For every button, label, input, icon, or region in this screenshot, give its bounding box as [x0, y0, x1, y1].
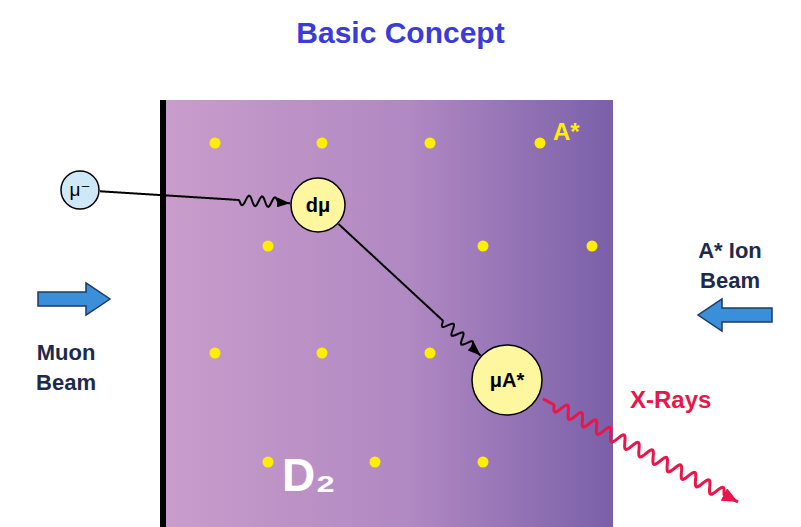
- xray-label: X-Rays: [630, 386, 711, 413]
- beam-label: Muon Beam: [36, 340, 96, 395]
- muon-transfer-arrow: [339, 224, 481, 356]
- atom-dot: [263, 241, 274, 252]
- beam-arrow: [698, 299, 772, 331]
- title-slot: Basic Concept: [0, 16, 801, 50]
- label-slot: Muon Beam: [14, 338, 118, 397]
- atom-circle: μA*: [471, 344, 543, 416]
- target-window: [160, 100, 166, 527]
- circle-shape: [61, 171, 99, 209]
- label-slot: A*: [553, 116, 580, 148]
- species-label: A*: [553, 118, 580, 145]
- circle-shape: [472, 345, 542, 415]
- atom-dot: [587, 241, 598, 252]
- atom-dot: [478, 241, 489, 252]
- atom-dot: [370, 457, 381, 468]
- label-slot: X-Rays: [630, 384, 711, 416]
- xray-wave: [543, 399, 738, 502]
- deuterium-target: [163, 100, 613, 527]
- atom-dot: [425, 138, 436, 149]
- atom-dots: [210, 138, 598, 468]
- label-slot: A* Ion Beam: [678, 236, 782, 295]
- particle-symbol: μ⁻: [70, 180, 91, 201]
- atom-dot: [535, 138, 546, 149]
- atom-dot: [317, 348, 328, 359]
- atom-dot: [210, 348, 221, 359]
- circle-shape: [291, 178, 345, 232]
- muon-transfer-arrow: [100, 191, 290, 207]
- atom-dot: [317, 138, 328, 149]
- atom-dot: [210, 138, 221, 149]
- particle-symbol: μA*: [490, 369, 524, 391]
- atom-circle: dμ: [290, 177, 346, 233]
- atom-dot: [425, 348, 436, 359]
- target-region: D₂ dμ μA*: [163, 100, 613, 527]
- beam-label: A* Ion Beam: [698, 238, 762, 293]
- atom-dot: [478, 457, 489, 468]
- particle-circle: μ⁻: [60, 170, 100, 210]
- atom-dot: [263, 457, 274, 468]
- diagram-title: Basic Concept: [296, 16, 504, 49]
- region-label: D₂: [282, 450, 336, 501]
- particle-symbol: dμ: [306, 194, 330, 216]
- beam-arrow: [38, 283, 110, 315]
